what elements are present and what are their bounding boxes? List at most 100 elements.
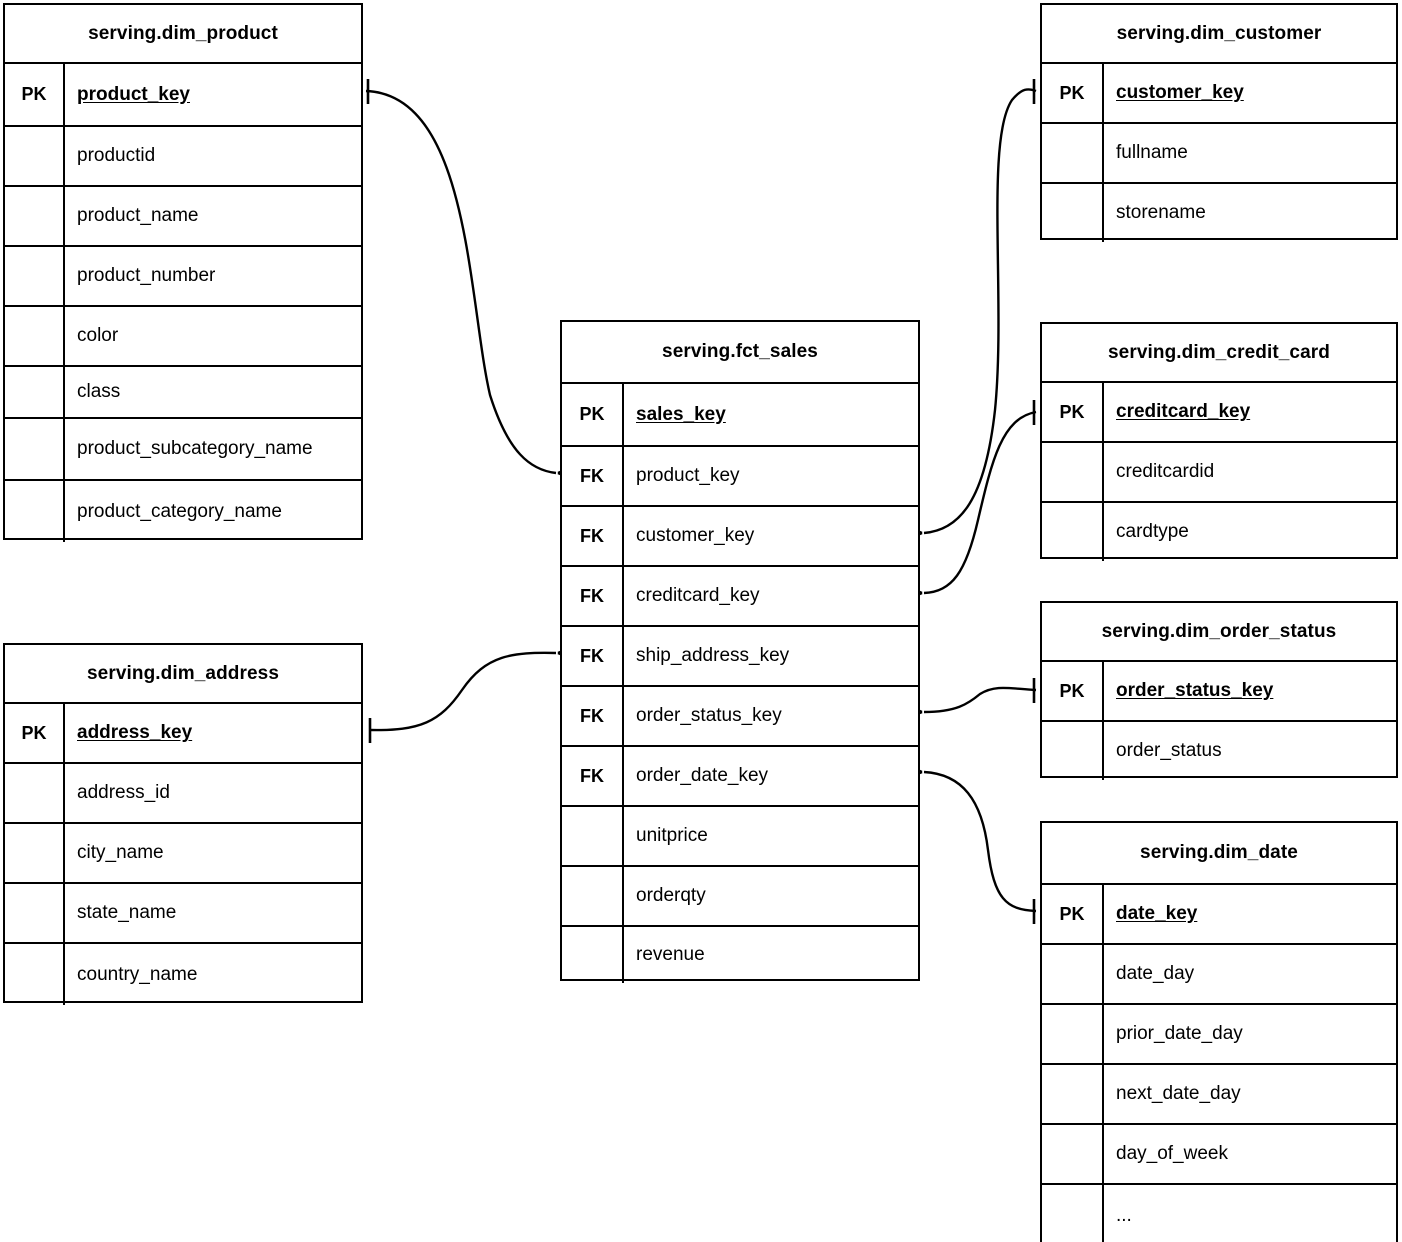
entity-title-dim_customer: serving.dim_customer [1116,22,1322,44]
attribute-row[interactable]: product_name [5,185,361,245]
rel-address-sales-line [369,651,557,732]
primary-key-attribute: customer_key [1116,82,1244,104]
attribute-name: fullname [1116,142,1188,164]
attribute-row[interactable]: state_name [5,882,361,942]
attribute-row[interactable]: prior_date_day [1042,1003,1396,1063]
pk-badge: PK [5,64,65,125]
attribute-row[interactable]: day_of_week [1042,1123,1396,1183]
primary-key-attribute: date_key [1116,903,1198,925]
key-cell-empty [5,884,65,942]
key-cell-empty [5,944,65,1005]
attribute-row[interactable]: PK creditcard_key [1042,381,1396,441]
key-cell-empty [5,127,65,185]
attribute-row[interactable]: date_day [1042,943,1396,1003]
attribute-row[interactable]: product_category_name [5,479,361,542]
attribute-name: day_of_week [1116,1143,1228,1165]
attribute-row[interactable]: fullname [1042,122,1396,182]
attribute-row[interactable]: orderqty [562,865,918,925]
key-cell-empty [562,867,624,925]
key-cell-empty [5,481,65,542]
attribute-row[interactable]: city_name [5,822,361,882]
attribute-row[interactable]: storename [1042,182,1396,242]
attribute-name: next_date_day [1116,1083,1241,1105]
key-cell-empty [5,367,65,417]
key-cell-empty [1042,722,1104,780]
attribute-name: color [77,325,119,347]
attribute-name: class [77,381,121,403]
attribute-row[interactable]: color [5,305,361,365]
attribute-name: ... [1116,1204,1132,1226]
fk-badge: FK [562,447,624,505]
fk-badge: FK [562,627,624,685]
entity-rows-dim_customer: PK customer_key fullname storename [1042,62,1396,242]
attribute-row[interactable]: creditcardid [1042,441,1396,501]
attribute-name: creditcard_key [636,585,760,607]
attribute-row[interactable]: productid [5,125,361,185]
attribute-row[interactable]: next_date_day [1042,1063,1396,1123]
pk-badge: PK [562,384,624,445]
attribute-row[interactable]: ... [1042,1183,1396,1242]
attribute-name: ship_address_key [636,645,790,667]
primary-key-attribute: order_status_key [1116,680,1274,702]
key-cell-empty [1042,1125,1104,1183]
attribute-name: storename [1116,202,1206,224]
attribute-row[interactable]: PK customer_key [1042,62,1396,122]
key-cell-empty [1042,1185,1104,1242]
attribute-row[interactable]: cardtype [1042,501,1396,561]
pk-badge: PK [1042,383,1104,441]
attribute-row[interactable]: revenue [562,925,918,983]
attribute-row[interactable]: address_id [5,762,361,822]
entity-title-dim_credit_card: serving.dim_credit_card [1108,341,1330,363]
attribute-name: prior_date_day [1116,1023,1243,1045]
attribute-row[interactable]: product_subcategory_name [5,417,361,479]
key-cell-empty [562,927,624,983]
key-cell-empty [1042,945,1104,1003]
rel-sales-date-line [923,770,1037,913]
attribute-row[interactable]: PK product_key [5,62,361,125]
attribute-row[interactable]: PK sales_key [562,382,918,445]
attribute-row[interactable]: unitprice [562,805,918,865]
attribute-row[interactable]: product_number [5,245,361,305]
primary-key-attribute: sales_key [636,403,726,425]
attribute-name: order_status_key [636,705,782,727]
key-cell-empty [1042,184,1104,242]
entity-title-dim_order_status: serving.dim_order_status [1101,620,1337,642]
key-cell-empty [5,247,65,305]
attribute-name: productid [77,145,156,167]
fk-badge: FK [562,507,624,565]
attribute-row[interactable]: country_name [5,942,361,1005]
attribute-name: date_day [1116,963,1195,985]
attribute-name: order_status [1116,740,1222,762]
primary-key-attribute: product_key [77,83,190,105]
rel-sales-orderstatus-line [923,686,1037,714]
attribute-row[interactable]: order_status [1042,720,1396,780]
primary-key-attribute: address_key [77,722,193,744]
attribute-name: order_date_key [636,765,769,787]
primary-key-attribute: creditcard_key [1116,401,1251,423]
rel-product-sales-line [365,89,557,475]
attribute-row[interactable]: FK ship_address_key [562,625,918,685]
pk-badge: PK [1042,64,1104,122]
attribute-row[interactable]: class [5,365,361,417]
